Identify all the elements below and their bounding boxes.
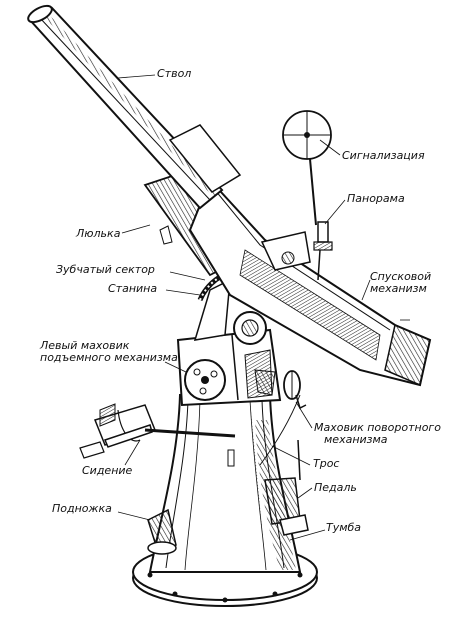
label-cradle: Люлька — [76, 227, 121, 240]
signaling-disc — [282, 110, 332, 226]
label-carriage: Станина — [108, 282, 158, 295]
traverse-handwheel — [283, 370, 307, 410]
label-trigger-line2: механизм — [370, 282, 427, 295]
leader-lines — [117, 74, 410, 541]
label-barrel: Ствол — [157, 67, 192, 80]
label-panorama: Панорама — [347, 192, 405, 205]
footrest — [147, 508, 177, 555]
label-trigger: Спусковой механизм — [370, 271, 431, 295]
breech-block — [188, 178, 432, 387]
label-toothed-sector: Зубчатый сектор — [56, 263, 155, 276]
label-signaling: Сигнализация — [342, 149, 425, 162]
label-seat: Сидение — [82, 464, 133, 477]
barrel — [27, 4, 242, 210]
label-left-wheel-line1: Левый маховик — [40, 339, 130, 352]
label-left-wheel-line2: подъемного механизма — [40, 351, 178, 364]
label-left-wheel: Левый маховик подъемного механизма — [40, 340, 178, 364]
seat — [79, 403, 236, 459]
label-traverse-wheel-line1: Маховик поворотного — [314, 421, 441, 434]
label-traverse-wheel-line2: механизма — [324, 433, 388, 446]
cable — [259, 394, 301, 466]
panorama-sight — [313, 221, 333, 281]
label-cable: Трос — [313, 457, 340, 470]
label-trigger-line1: Спусковой — [370, 270, 432, 283]
label-pedal: Педаль — [314, 481, 357, 494]
elevation-handwheel — [184, 359, 226, 401]
pedal — [264, 439, 309, 536]
label-pedestal: Тумба — [326, 521, 362, 534]
label-footrest: Подножка — [52, 502, 112, 515]
label-traverse-wheel: Маховик поворотного механизма — [314, 422, 441, 446]
